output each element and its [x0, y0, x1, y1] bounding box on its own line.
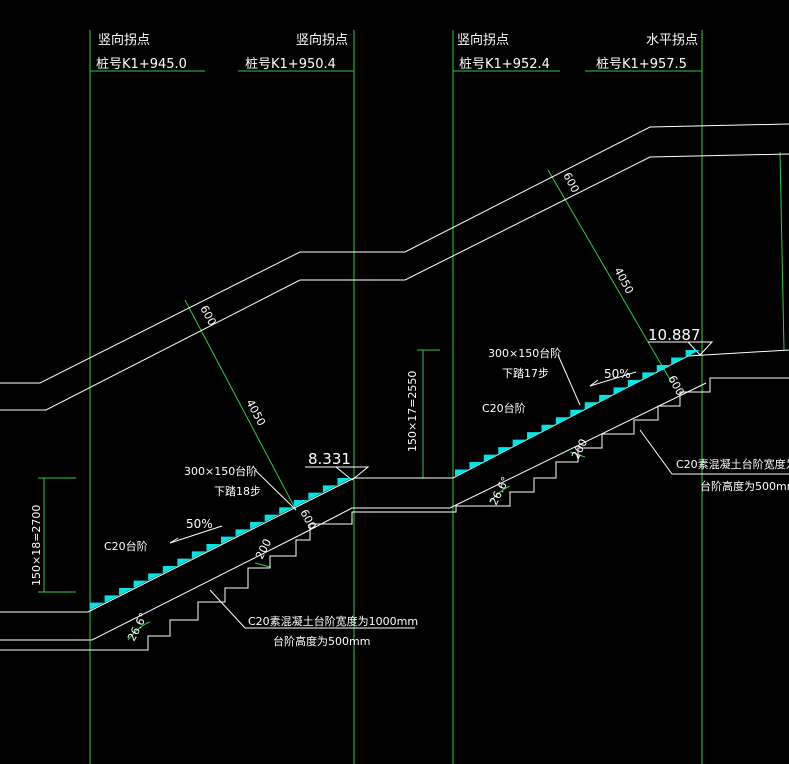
dim-4050-right: 4050 — [611, 265, 636, 296]
step-tooth — [337, 478, 352, 486]
step-tooth — [264, 514, 280, 522]
steps-right — [455, 350, 700, 477]
step-tooth — [279, 507, 294, 515]
step-tooth — [177, 558, 192, 566]
step-tooth — [133, 580, 149, 588]
step-tooth — [570, 409, 585, 418]
step-tooth — [527, 432, 542, 440]
step-tooth — [555, 417, 571, 425]
step-tooth — [656, 364, 672, 373]
dim-rise-left: 150×18=2700 — [30, 505, 43, 586]
note-step-size-right: 300×150台阶 — [488, 346, 561, 360]
elevation-left: 8.331 — [308, 450, 351, 468]
angle-right: 26.6° — [487, 475, 512, 508]
dim-600-left: 600 — [197, 303, 218, 328]
note-base-left-2: 台阶高度为500mm — [273, 634, 370, 648]
step-tooth — [455, 469, 470, 477]
angle-left: 26.6° — [125, 611, 150, 644]
step-tooth — [512, 439, 528, 448]
step-tooth — [162, 566, 178, 574]
label-kind-952: 竖向拐点 — [457, 32, 509, 48]
step-tooth — [599, 394, 614, 403]
guide-lines — [38, 30, 785, 764]
note-c20-left: C20台阶 — [104, 539, 148, 553]
step-tooth — [469, 462, 484, 470]
step-tooth — [584, 402, 600, 410]
dim-4050-left: 4050 — [243, 397, 268, 428]
label-station-952: 桩号K1+952.4 — [459, 57, 550, 72]
step-tooth — [627, 379, 643, 388]
note-base-right-1: C20素混凝土台阶宽度为1000mm — [676, 457, 789, 471]
label-station-957: 桩号K1+957.5 — [596, 57, 687, 72]
step-tooth — [671, 357, 686, 365]
dim-600-left-low: 600 — [297, 507, 318, 532]
step-tooth — [250, 522, 265, 530]
step-tooth — [642, 372, 657, 380]
dim-200-right: 200 — [569, 437, 590, 462]
label-kind-957: 水平拐点 — [646, 33, 698, 48]
note-down-left: 下踏18步 — [214, 484, 261, 498]
steps-left — [90, 478, 352, 610]
note-base-right-2: 台阶高度为500mm — [700, 479, 789, 493]
step-tooth — [90, 602, 105, 610]
note-c20-right: C20台阶 — [482, 401, 526, 415]
step-tooth — [541, 424, 556, 433]
note-down-right: 下踏17步 — [502, 366, 549, 380]
dim-200-left: 200 — [253, 537, 274, 562]
step-tooth — [206, 544, 221, 552]
label-kind-945: 竖向拐点 — [98, 32, 150, 48]
step-tooth — [148, 573, 163, 581]
stair-outline — [0, 123, 789, 651]
step-tooth — [119, 588, 134, 596]
step-tooth — [322, 485, 338, 493]
step-tooth — [293, 500, 309, 508]
grade-left: 50% — [186, 517, 213, 531]
step-tooth — [235, 529, 251, 537]
step-tooth — [104, 595, 120, 603]
note-step-size-left: 300×150台阶 — [184, 464, 257, 478]
label-station-950: 桩号K1+950.4 — [245, 57, 336, 72]
grade-right: 50% — [604, 367, 631, 381]
dim-600-right: 600 — [560, 170, 581, 195]
step-tooth — [191, 551, 207, 559]
dim-rise-right: 150×17=2550 — [406, 371, 419, 452]
note-base-left-1: C20素混凝土台阶宽度为1000mm — [248, 614, 418, 628]
step-tooth — [483, 454, 499, 463]
elevation-right: 10.887 — [648, 326, 701, 344]
label-kind-950: 竖向拐点 — [296, 32, 348, 48]
step-tooth — [498, 447, 513, 455]
step-tooth — [613, 387, 628, 395]
step-tooth — [308, 492, 323, 500]
step-tooth — [685, 350, 700, 358]
step-tooth — [221, 536, 236, 544]
label-station-945: 桩号K1+945.0 — [96, 57, 187, 72]
